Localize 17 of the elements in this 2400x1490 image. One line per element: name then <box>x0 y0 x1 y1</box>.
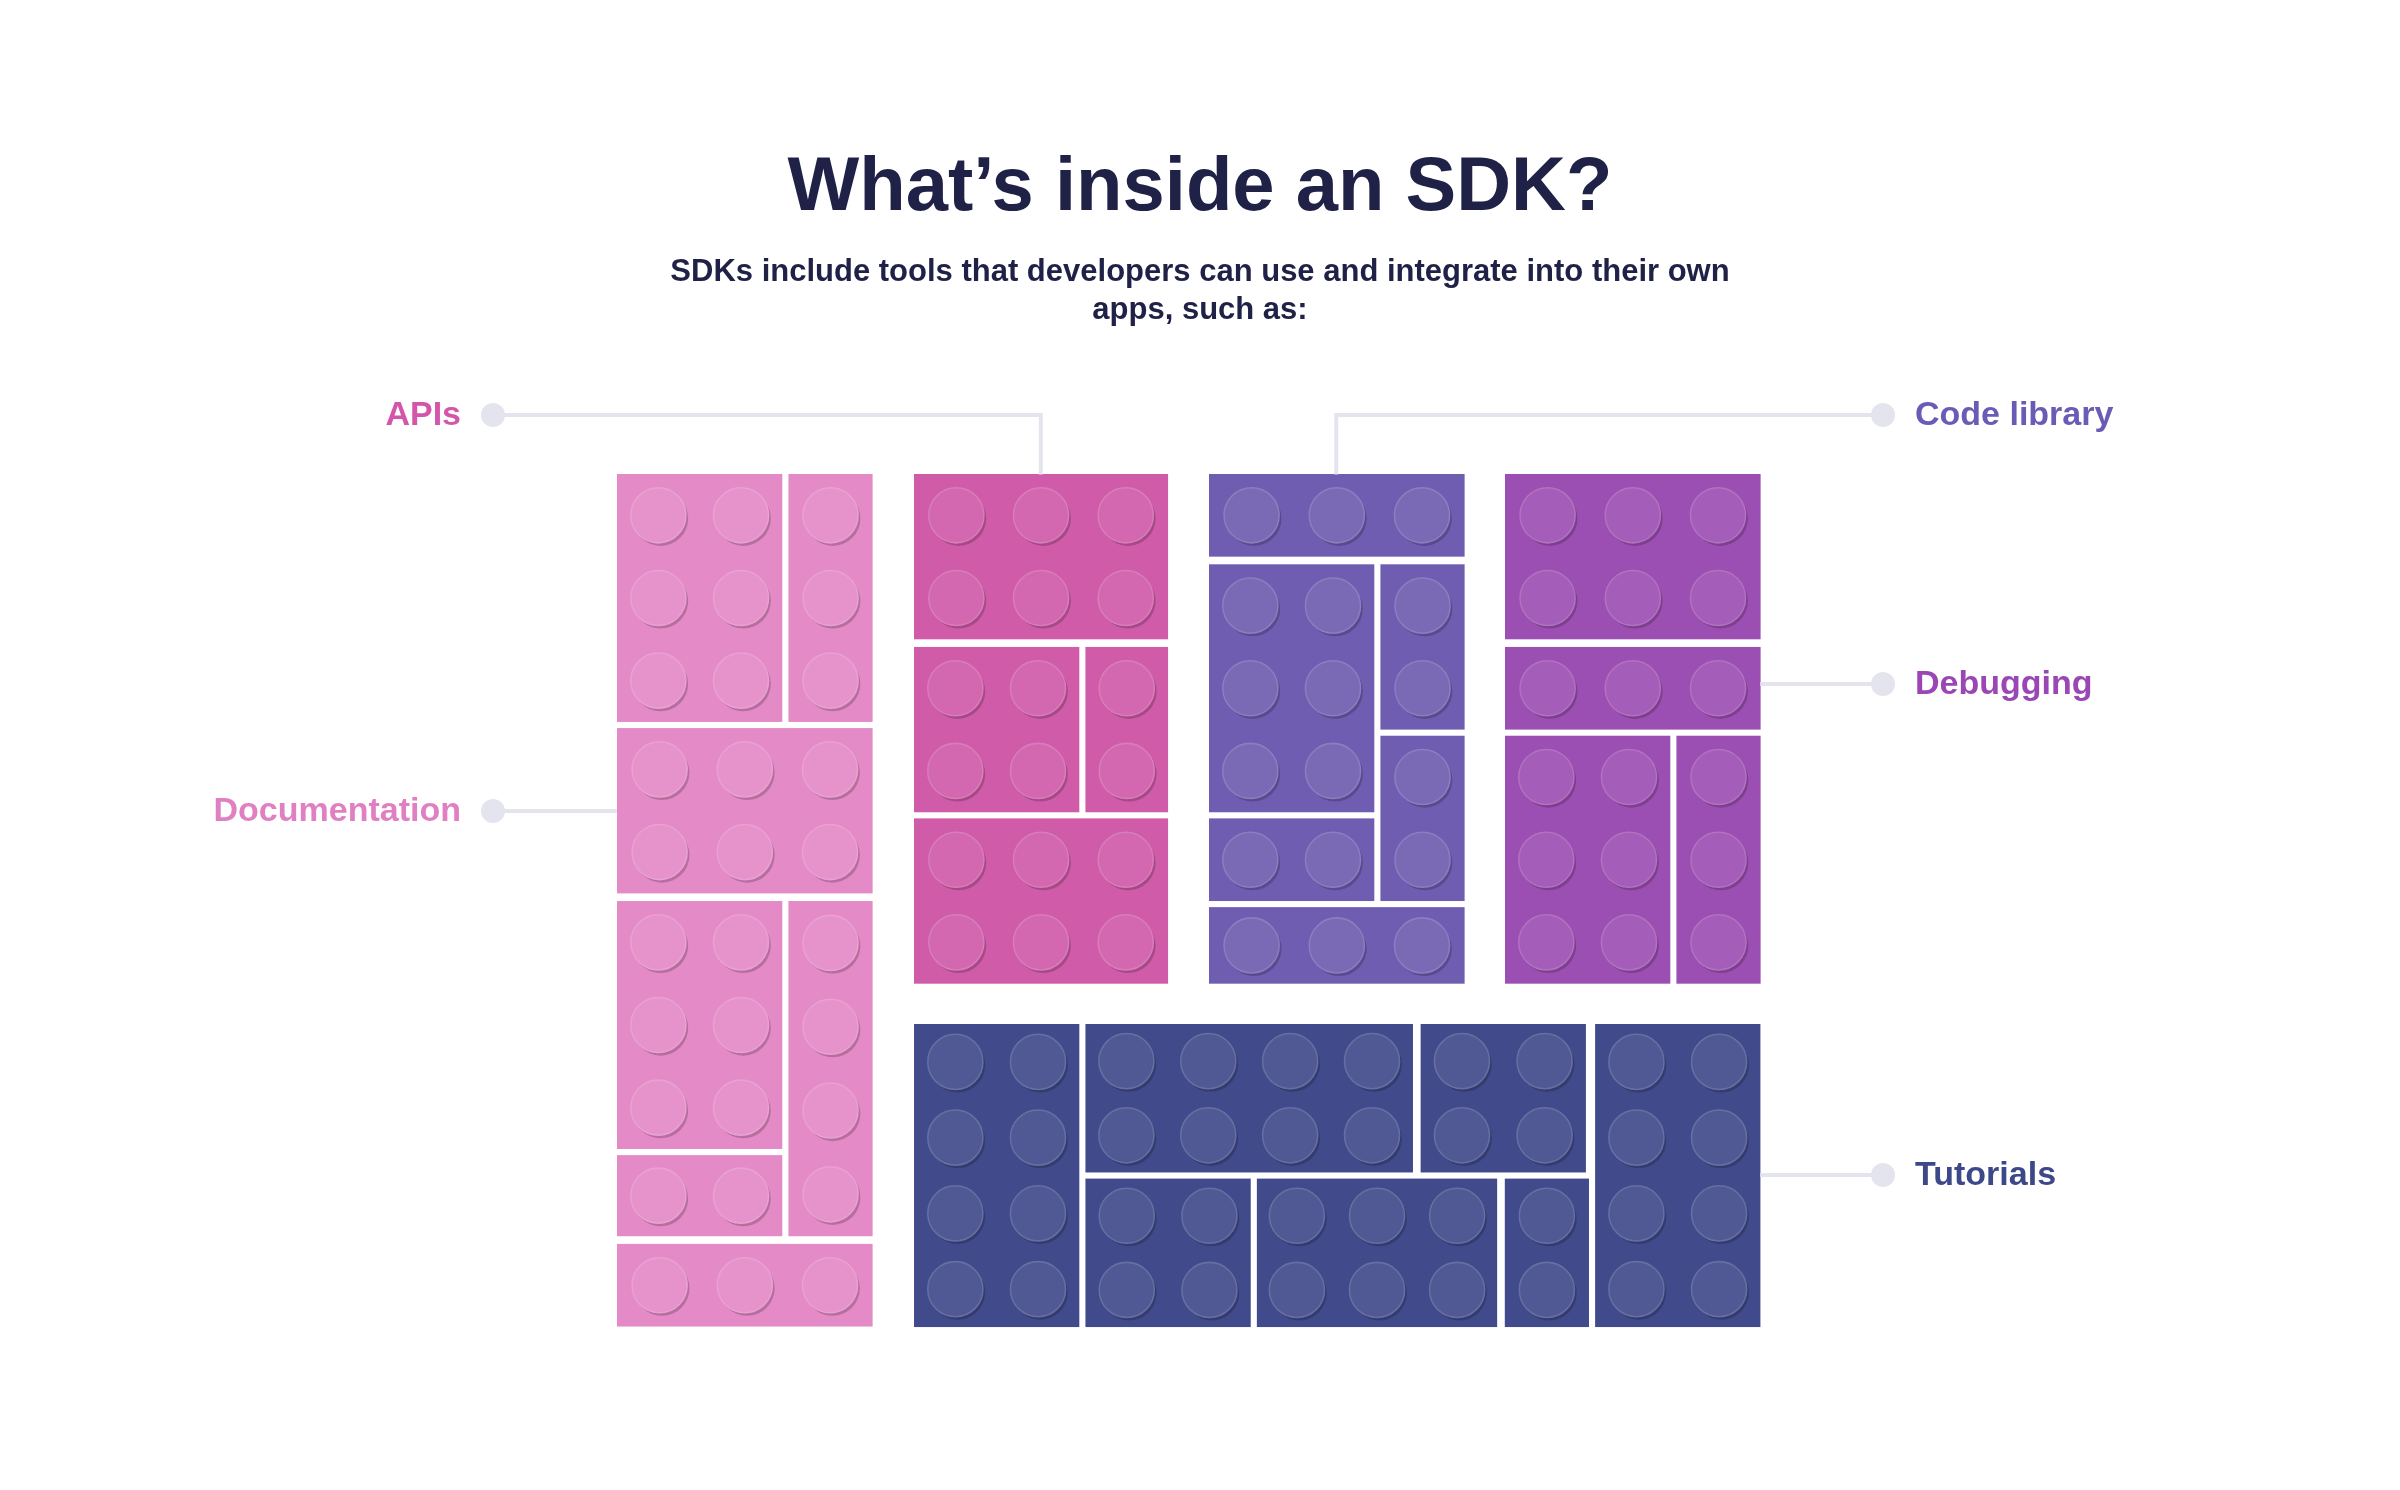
leader-line <box>1334 403 1895 475</box>
leader-label: Code library <box>1883 393 2114 433</box>
brick-stack-drawing <box>913 474 1168 985</box>
brick-stack-drawing <box>1209 474 1465 985</box>
leader-line <box>1760 672 1895 696</box>
leader-label: Debugging <box>1883 662 2093 702</box>
brick-stack-drawing <box>1504 474 1761 985</box>
brick-stack-drawing <box>913 1023 1761 1327</box>
leader-label: Tutorials <box>1883 1153 2057 1193</box>
leader-line <box>481 799 617 823</box>
subtitle: SDKs include tools that developers can use and integrate into their own apps, such as: <box>669 252 1731 328</box>
brick-stack-drawing <box>616 474 873 1328</box>
leader-line <box>481 403 1043 475</box>
title: What’s inside an SDK? <box>786 140 1614 228</box>
leader-label: APIs <box>385 393 493 433</box>
leader-line <box>1760 1163 1895 1187</box>
leader-label: Documentation <box>213 789 493 829</box>
